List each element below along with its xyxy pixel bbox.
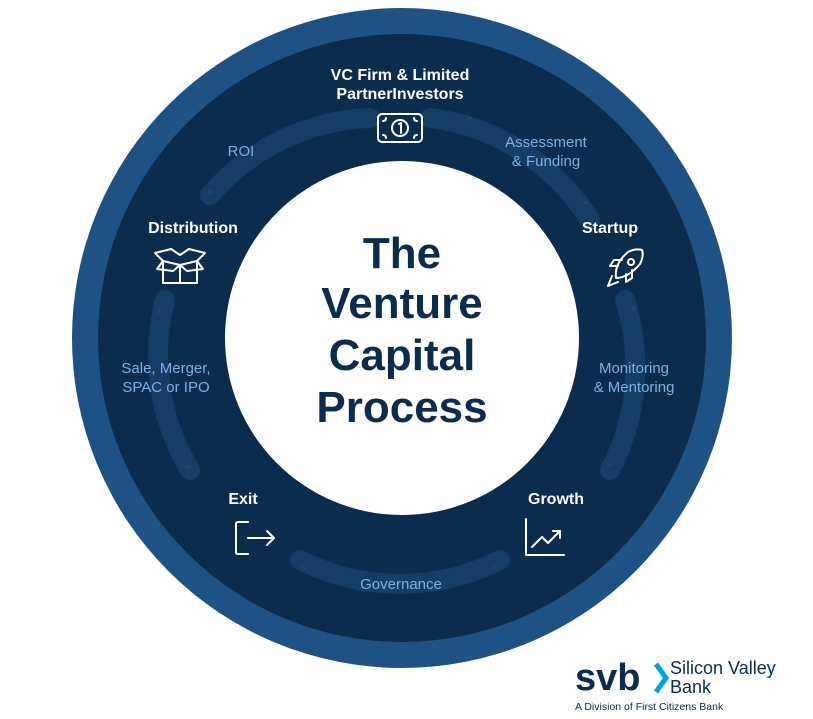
center-title: The Venture Capital Process: [316, 229, 487, 432]
chevron-icon: »: [630, 302, 637, 315]
stage-exit-label: Exit: [228, 491, 258, 508]
chevron-icon: »: [492, 561, 499, 574]
chevron-icon: »: [466, 111, 473, 124]
rocket-icon: [607, 248, 644, 287]
logo-tagline: A Division of First Citizens Bank: [575, 701, 724, 713]
stage-distribution: Distribution: [148, 220, 238, 284]
svb-logo: svb Silicon Valley Bank A Division of Fi…: [575, 657, 776, 713]
svg-text:SPAC or IPO: SPAC or IPO: [122, 379, 209, 396]
transition-sale: Sale, Merger, SPAC or IPO: [121, 360, 210, 396]
exit-icon: [235, 521, 275, 555]
open-box-icon: [154, 248, 206, 284]
chevron-icon: »: [582, 196, 589, 209]
logo-mark: svb: [575, 657, 640, 699]
svg-text:Assessment: Assessment: [505, 134, 588, 151]
stage-startup-label: Startup: [582, 220, 638, 237]
center-circle: [225, 161, 579, 515]
stage-investors: VC Firm & Limited PartnerInvestors: [331, 67, 470, 143]
chevron-icon: «: [207, 185, 214, 198]
transition-monitoring: Monitoring & Mentoring: [594, 360, 675, 396]
transition-roi: ROI: [228, 143, 255, 160]
stage-investors-label-line1: VC Firm & Limited: [331, 67, 470, 84]
chevron-icon: «: [300, 561, 307, 574]
money-bill-icon: [377, 113, 423, 143]
chevron-right-icon: [653, 662, 670, 694]
svg-text:Capital: Capital: [329, 331, 476, 380]
logo-name-line1: Silicon Valley: [670, 658, 776, 678]
chevron-icon: «: [184, 460, 191, 473]
chevron-icon: «: [156, 305, 163, 318]
svg-text:Governance: Governance: [360, 576, 442, 593]
svg-text:Monitoring: Monitoring: [599, 360, 669, 377]
svg-text:Venture: Venture: [321, 279, 482, 328]
logo-name-line2: Bank: [670, 677, 712, 697]
svg-text:& Funding: & Funding: [512, 153, 580, 170]
cycle-chevrons: » » » » » « « « «: [156, 111, 637, 574]
chevron-icon: »: [606, 458, 613, 471]
svg-text:The: The: [363, 229, 441, 278]
stage-startup: Startup: [582, 220, 644, 287]
cycle-arrow-track: [148, 108, 646, 594]
stage-investors-label-line2: PartnerInvestors: [336, 86, 463, 103]
stage-growth: Growth: [525, 491, 584, 556]
transition-assessment: Assessment & Funding: [505, 134, 588, 170]
stage-exit: Exit: [228, 491, 275, 555]
transition-governance: Governance: [360, 576, 442, 593]
growth-chart-icon: [525, 518, 565, 556]
stage-growth-label: Growth: [528, 491, 584, 508]
svg-text:ROI: ROI: [228, 143, 255, 160]
svg-text:Process: Process: [316, 383, 487, 432]
svg-text:& Mentoring: & Mentoring: [594, 379, 675, 396]
stage-distribution-label: Distribution: [148, 220, 238, 237]
svg-text:Sale, Merger,: Sale, Merger,: [121, 360, 210, 377]
